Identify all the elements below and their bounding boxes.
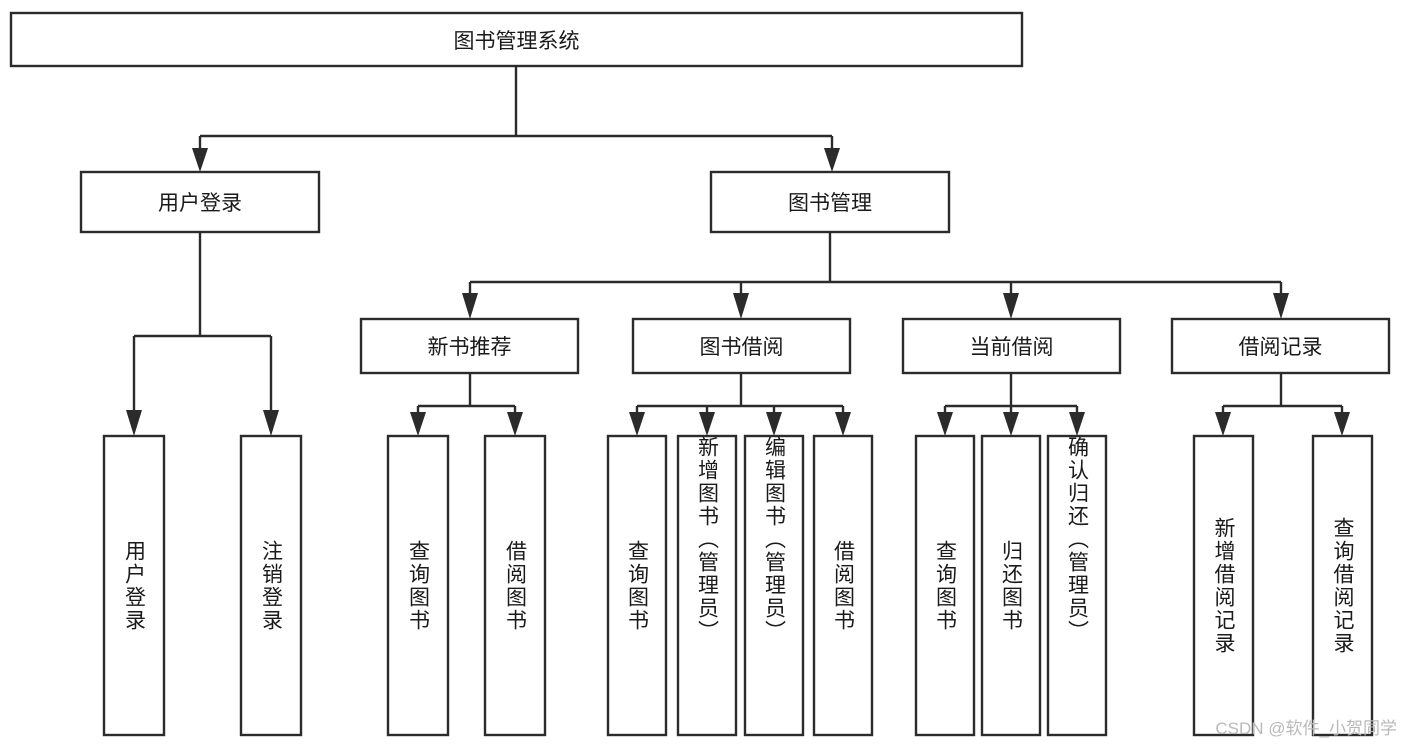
node-box-leaf-confirm-return[interactable] xyxy=(1046,434,1108,737)
connector-root-to-level1 xyxy=(192,66,840,172)
node-box-borrow-record[interactable] xyxy=(1170,317,1391,375)
node-box-leaf-user-login[interactable] xyxy=(102,434,166,737)
node-box-leaf-query-book-1[interactable] xyxy=(386,434,450,737)
connector-new-book-recommend-to-leaves xyxy=(410,373,523,436)
node-box-current-borrow[interactable] xyxy=(901,317,1122,375)
connector-borrow-record-to-leaves xyxy=(1215,373,1350,436)
node-box-leaf-borrow-book-1[interactable] xyxy=(483,434,547,737)
node-box-leaf-logout-login[interactable] xyxy=(239,434,303,737)
node-box-new-book-recommend[interactable] xyxy=(359,317,580,375)
node-box-leaf-add-book[interactable] xyxy=(676,434,738,737)
node-box-leaf-query-book-2[interactable] xyxy=(606,434,668,737)
node-box-book-manage[interactable] xyxy=(709,170,951,234)
connector-current-borrow-to-leaves xyxy=(937,373,1085,436)
connector-book-manage-to-level2 xyxy=(462,232,1289,319)
node-box-leaf-return-book[interactable] xyxy=(980,434,1042,737)
node-box-root[interactable] xyxy=(9,11,1024,68)
node-box-leaf-borrow-book-2[interactable] xyxy=(812,434,874,737)
connector-user-login-to-leaves xyxy=(126,232,279,436)
node-box-user-login[interactable] xyxy=(79,170,321,234)
connector-book-borrow-to-leaves xyxy=(629,373,851,436)
node-box-leaf-query-record[interactable] xyxy=(1311,434,1374,737)
node-box-book-borrow[interactable] xyxy=(631,317,852,375)
node-box-leaf-query-book-3[interactable] xyxy=(914,434,976,737)
node-box-leaf-edit-book[interactable] xyxy=(743,434,805,737)
node-box-leaf-add-record[interactable] xyxy=(1192,434,1255,737)
